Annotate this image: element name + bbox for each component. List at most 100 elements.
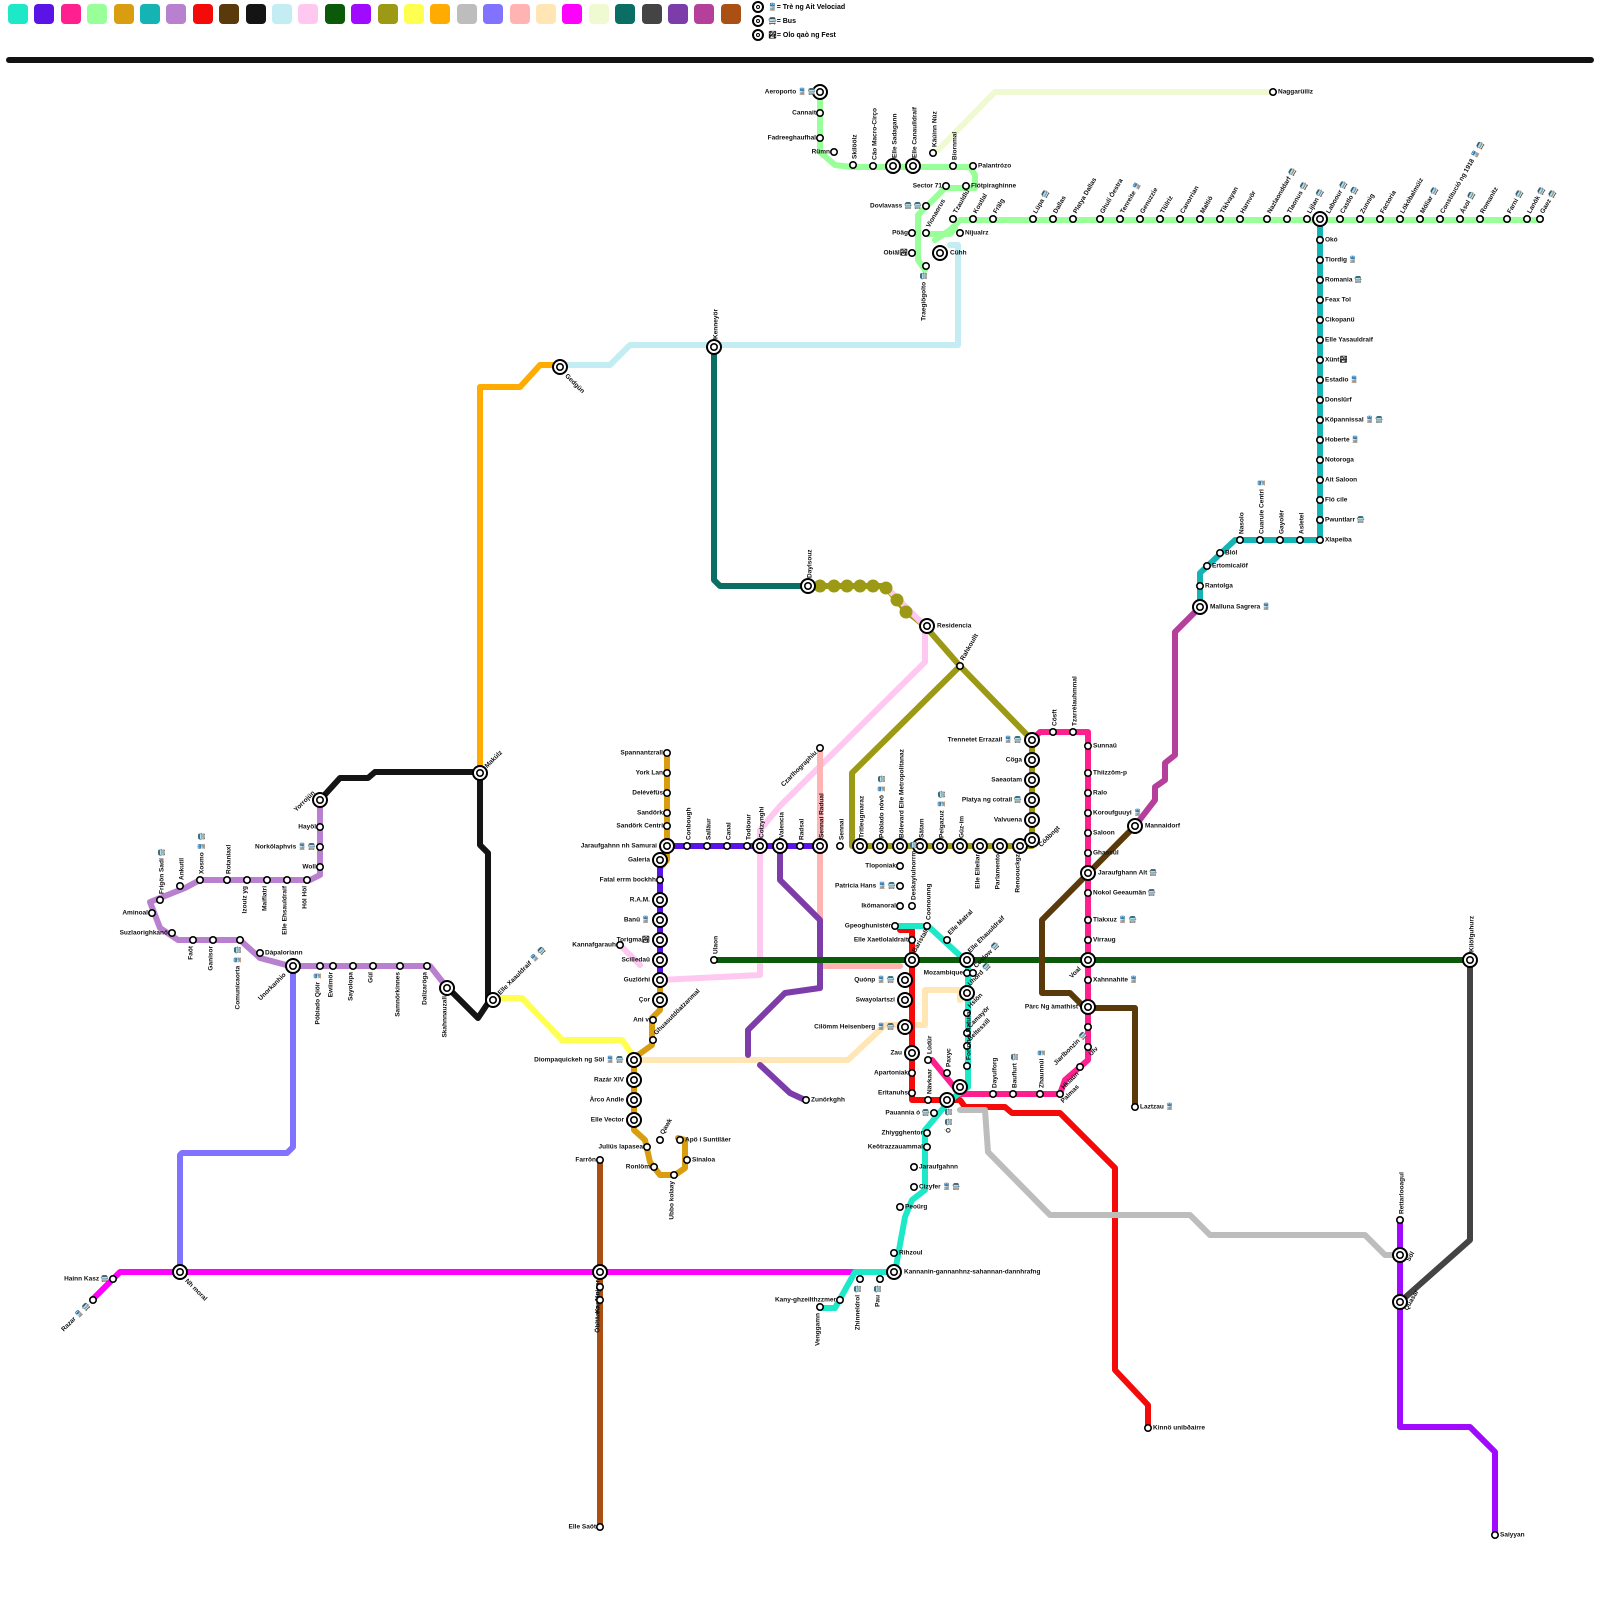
station[interactable]: Xosmo 🚆 🚍 bbox=[197, 833, 206, 884]
station[interactable]: Ralo bbox=[1085, 790, 1107, 797]
station[interactable]: Nijualrz bbox=[957, 230, 989, 237]
station[interactable]: Skilöölz bbox=[850, 134, 859, 169]
station[interactable]: Hayöl bbox=[298, 824, 323, 831]
station[interactable]: Frigön Sadí 🚍 bbox=[157, 848, 166, 903]
station[interactable]: Xlapeiba bbox=[1317, 537, 1352, 544]
station[interactable]: Virraug bbox=[1085, 937, 1116, 944]
station[interactable]: Sandörk Centri bbox=[616, 823, 670, 830]
station[interactable]: Saloon bbox=[1085, 830, 1115, 837]
station[interactable]: Donslürf bbox=[1317, 397, 1353, 404]
interchange-station[interactable]: Daylsouz bbox=[801, 549, 815, 593]
station[interactable]: Thiizzöm-p bbox=[1085, 770, 1127, 777]
station[interactable]: Dalizaröga bbox=[422, 963, 430, 1005]
station[interactable]: Conbough bbox=[684, 807, 693, 849]
station[interactable]: Venggamn bbox=[815, 1304, 823, 1346]
station[interactable]: Tiklvayan bbox=[1217, 186, 1240, 222]
interchange-station[interactable]: Pàrc Ng àmathist bbox=[1025, 1000, 1095, 1014]
route-line[interactable] bbox=[938, 92, 1273, 150]
station[interactable]: Ait Saloon bbox=[1317, 477, 1357, 484]
interchange-station[interactable]: Jaraufgahnn nh Samurai bbox=[581, 839, 674, 853]
station[interactable]: Tloponiak bbox=[865, 863, 903, 870]
station[interactable]: Estadio 🚆 bbox=[1317, 376, 1359, 384]
station[interactable]: Laztzau 🚆 bbox=[1132, 1103, 1174, 1111]
station[interactable]: Jaraufgahnn bbox=[911, 1164, 958, 1171]
interchange-station[interactable]: Àrco Andle bbox=[590, 1093, 641, 1107]
station[interactable]: Eritanuhs bbox=[878, 1090, 915, 1097]
station[interactable]: Fatal errm bockhh bbox=[600, 877, 664, 884]
station[interactable]: Tzarrèlauhmmal bbox=[1070, 676, 1079, 735]
station[interactable]: Apartoniak bbox=[874, 1070, 915, 1077]
interchange-station[interactable]: Elle Sadagann bbox=[886, 114, 900, 173]
station[interactable]: Elle Matral bbox=[944, 909, 975, 944]
station[interactable]: Keötrazzauammal bbox=[868, 1144, 930, 1151]
station[interactable]: Peoürg bbox=[897, 1204, 928, 1211]
station[interactable]: Platya Dallas bbox=[1070, 176, 1099, 222]
station[interactable]: Nokol Geeaumän 🚍 bbox=[1085, 889, 1156, 897]
station[interactable]: Sennai bbox=[837, 818, 846, 849]
route-line[interactable] bbox=[1400, 1220, 1495, 1535]
interchange-station[interactable]: Jaraufghann Alt 🚍 bbox=[1081, 866, 1157, 880]
station[interactable]: Ankutil bbox=[177, 858, 186, 889]
station[interactable]: Samnörkinnes bbox=[395, 963, 403, 1017]
interchange-station[interactable]: Kannanin-gannanhnz-sahannan-dannhrafng bbox=[887, 1265, 1041, 1279]
station[interactable]: Patricia Hans 🚆 🚍 bbox=[835, 882, 903, 890]
station[interactable]: Xünt🏞 bbox=[1317, 356, 1348, 364]
interchange-station[interactable]: Diompaquickeh ng Söl 🚆 🚍 bbox=[534, 1053, 641, 1067]
station[interactable]: Ronlöm bbox=[626, 1164, 657, 1171]
route-line[interactable] bbox=[92, 1272, 892, 1300]
station[interactable]: Forton e Natural bbox=[964, 1010, 973, 1070]
station[interactable]: Genuzzie bbox=[1137, 186, 1160, 222]
interchange-station[interactable]: Kenneyör bbox=[707, 309, 721, 354]
station[interactable]: Razar 🚆 🚍 bbox=[59, 1297, 96, 1333]
station[interactable]: Câo Macro-Cirço bbox=[870, 108, 879, 169]
interchange-station[interactable] bbox=[953, 1080, 967, 1094]
station[interactable]: Dàpaloriann bbox=[257, 950, 303, 957]
station[interactable]: Möliar 🚍 bbox=[1417, 186, 1440, 222]
station[interactable]: Coonounng bbox=[924, 884, 933, 930]
station[interactable]: Gpeoghunistér bbox=[845, 923, 898, 930]
station[interactable]: Farrön bbox=[575, 1157, 603, 1164]
station[interactable]: Qawk bbox=[657, 1117, 674, 1143]
station[interactable]: Cikopanü bbox=[1317, 317, 1355, 324]
interchange-station[interactable]: Parlamento bbox=[993, 839, 1007, 889]
station[interactable]: Deskayiulnorrm 🚍 bbox=[909, 841, 918, 909]
route-line[interactable] bbox=[560, 245, 958, 365]
interchange-station[interactable]: Residencia bbox=[920, 619, 972, 633]
station[interactable]: Ghassül bbox=[1085, 850, 1119, 857]
station[interactable]: Romania 🚍 bbox=[1317, 276, 1363, 284]
station[interactable]: Hoberte 🚆 bbox=[1317, 436, 1360, 444]
station[interactable]: Flótpiraghinne bbox=[963, 183, 1017, 190]
station[interactable]: Fló cile bbox=[1317, 497, 1348, 504]
route-line[interactable] bbox=[928, 228, 955, 234]
station[interactable]: Cannait bbox=[792, 110, 823, 117]
station[interactable]: Rümn bbox=[812, 149, 838, 156]
interchange-station[interactable]: Elle Canaulldraif bbox=[906, 106, 920, 173]
station[interactable]: Koroufguuyi 🚆 bbox=[1085, 809, 1142, 817]
interchange-station[interactable]: Galeria bbox=[628, 853, 667, 867]
interchange-station[interactable]: Sennai Radual bbox=[813, 793, 827, 853]
interchange-station[interactable]: Swayolartszi bbox=[856, 993, 912, 1007]
interchange-station[interactable]: Saeaotam bbox=[991, 773, 1039, 787]
station[interactable]: Elle Yasauldraif bbox=[1317, 337, 1374, 344]
route-line[interactable] bbox=[492, 998, 634, 1057]
interchange-station[interactable]: Söl bbox=[1393, 1248, 1416, 1263]
interchange-station[interactable]: Çor bbox=[639, 993, 667, 1007]
station[interactable]: Naggarüiliz bbox=[1270, 89, 1314, 96]
station[interactable]: Spannantzrall bbox=[620, 750, 670, 757]
station[interactable]: Sinaloa bbox=[684, 1157, 716, 1164]
interchange-station[interactable]: Guzlörhi bbox=[624, 973, 667, 987]
station[interactable]: Cuaruie Centri 🚆 bbox=[1257, 479, 1266, 543]
station[interactable]: Notoroga bbox=[1317, 457, 1354, 464]
station[interactable]: Ani v bbox=[633, 1017, 656, 1024]
route-line[interactable] bbox=[960, 1110, 1400, 1255]
interchange-station[interactable]: Póblado nóvö 🚆 🚍 bbox=[873, 775, 887, 853]
station[interactable]: Dovlavass 🚍 🚍 bbox=[870, 202, 929, 210]
station[interactable]: Kinnö unibðairre bbox=[1145, 1424, 1206, 1432]
route-line[interactable] bbox=[320, 772, 488, 1018]
station[interactable]: Bauflurt 🚍 bbox=[1010, 1053, 1019, 1097]
station[interactable]: Obiäl🏞 bbox=[883, 249, 915, 257]
interchange-station[interactable]: Elle Elleliar bbox=[973, 839, 987, 889]
station[interactable]: Okó bbox=[1317, 237, 1338, 244]
interchange-station[interactable]: Cotzynghi bbox=[753, 806, 767, 853]
